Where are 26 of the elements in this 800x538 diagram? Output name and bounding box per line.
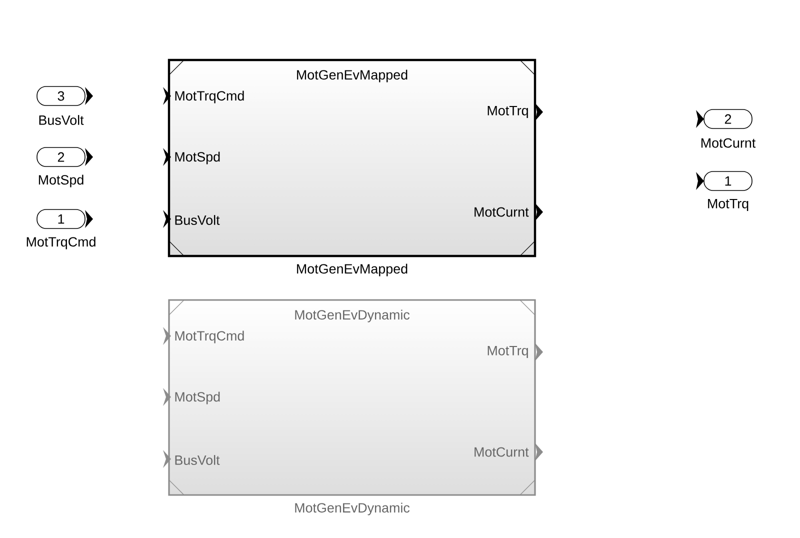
- port-label: MotCurnt: [474, 207, 529, 217]
- port-label: MotSpd: [175, 392, 220, 404]
- port-block: 1: [696, 171, 752, 191]
- subsystem-block: [163, 299, 543, 496]
- port-label: BusVolt: [175, 215, 220, 225]
- port-label: MotSpd: [175, 152, 220, 164]
- block-name: MotGenEvMapped: [297, 264, 408, 276]
- port-label: MotTrq: [488, 106, 528, 118]
- port-label: MotCurnt: [474, 447, 529, 457]
- port-label: MotTrqCmd: [175, 90, 244, 104]
- port-name: MotSpd: [38, 174, 84, 188]
- port-block: 2: [36, 147, 93, 167]
- port-block: 3: [36, 86, 93, 106]
- block-title: MotGenEvDynamic: [295, 310, 410, 322]
- port-label: MotTrqCmd: [175, 330, 244, 344]
- port-label: BusVolt: [175, 455, 220, 465]
- port-label: MotTrq: [488, 346, 528, 358]
- block-title: MotGenEvMapped: [297, 70, 408, 82]
- port-block: 1: [36, 209, 93, 229]
- block-name: MotGenEvDynamic: [295, 502, 410, 516]
- subsystem-block: [163, 58, 543, 258]
- port-name: MotTrqCmd: [26, 236, 96, 250]
- port-block: 2: [696, 109, 752, 129]
- port-name: BusVolt: [39, 115, 84, 125]
- port-name: MotTrq: [708, 198, 748, 212]
- port-name: MotCurnt: [701, 138, 756, 148]
